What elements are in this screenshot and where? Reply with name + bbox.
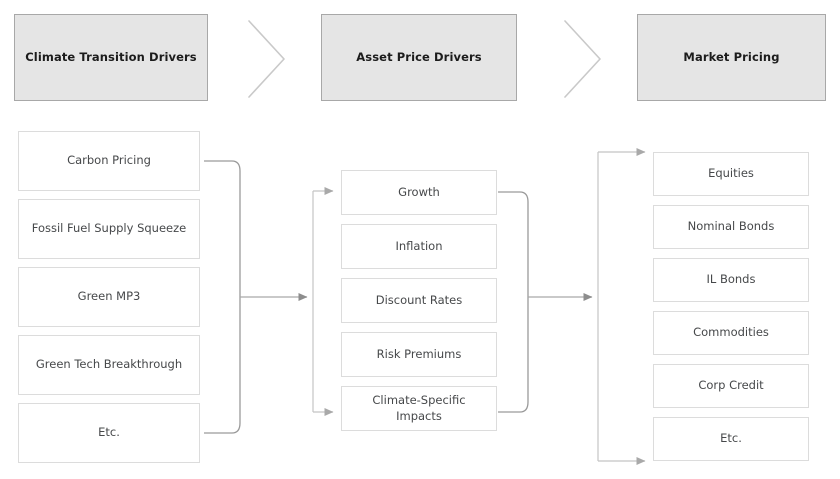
node-risk-premiums[interactable]: Risk Premiums	[341, 332, 497, 377]
node-il-bonds[interactable]: IL Bonds	[653, 258, 809, 302]
node-climate-specific-impacts[interactable]: Climate-Specific Impacts	[341, 386, 497, 431]
node-equities[interactable]: Equities	[653, 152, 809, 196]
node-label: IL Bonds	[706, 272, 756, 287]
node-label: Commodities	[693, 325, 769, 340]
header-label: Climate Transition Drivers	[25, 50, 197, 65]
node-etc[interactable]: Etc.	[18, 403, 200, 463]
node-label: Corp Credit	[698, 378, 764, 393]
header-label: Market Pricing	[683, 50, 780, 65]
header-label: Asset Price Drivers	[356, 50, 482, 65]
node-label: Equities	[708, 166, 754, 181]
node-label: Carbon Pricing	[67, 153, 151, 168]
node-label: Growth	[398, 184, 440, 199]
node-corp-credit[interactable]: Corp Credit	[653, 364, 809, 408]
node-label: Etc.	[720, 431, 742, 446]
node-green-tech-breakthrough[interactable]: Green Tech Breakthrough	[18, 335, 200, 395]
node-fossil-fuel-supply-squeeze[interactable]: Fossil Fuel Supply Squeeze	[18, 199, 200, 259]
chevron-right-icon-1	[248, 20, 285, 98]
chevron-right-icon-2	[564, 20, 601, 98]
node-green-mp3[interactable]: Green MP3	[18, 267, 200, 327]
header-market-pricing: Market Pricing	[637, 14, 826, 101]
brace-asset-to-market	[498, 191, 529, 413]
node-etc[interactable]: Etc.	[653, 417, 809, 461]
node-label: Nominal Bonds	[687, 219, 775, 234]
node-discount-rates[interactable]: Discount Rates	[341, 278, 497, 323]
brace-drivers-to-asset	[204, 160, 241, 434]
node-label: Green MP3	[77, 289, 141, 304]
header-asset-price-drivers: Asset Price Drivers	[321, 14, 517, 101]
node-label: Fossil Fuel Supply Squeeze	[31, 221, 187, 236]
node-commodities[interactable]: Commodities	[653, 311, 809, 355]
node-carbon-pricing[interactable]: Carbon Pricing	[18, 131, 200, 191]
node-growth[interactable]: Growth	[341, 170, 497, 215]
node-label: Climate-Specific Impacts	[372, 392, 466, 423]
node-label: Discount Rates	[375, 292, 463, 307]
node-label: Green Tech Breakthrough	[35, 357, 183, 372]
node-label: Inflation	[395, 238, 443, 253]
node-label: Etc.	[98, 425, 120, 440]
node-inflation[interactable]: Inflation	[341, 224, 497, 269]
node-nominal-bonds[interactable]: Nominal Bonds	[653, 205, 809, 249]
header-climate-transition-drivers: Climate Transition Drivers	[14, 14, 208, 101]
node-label: Risk Premiums	[376, 346, 462, 361]
